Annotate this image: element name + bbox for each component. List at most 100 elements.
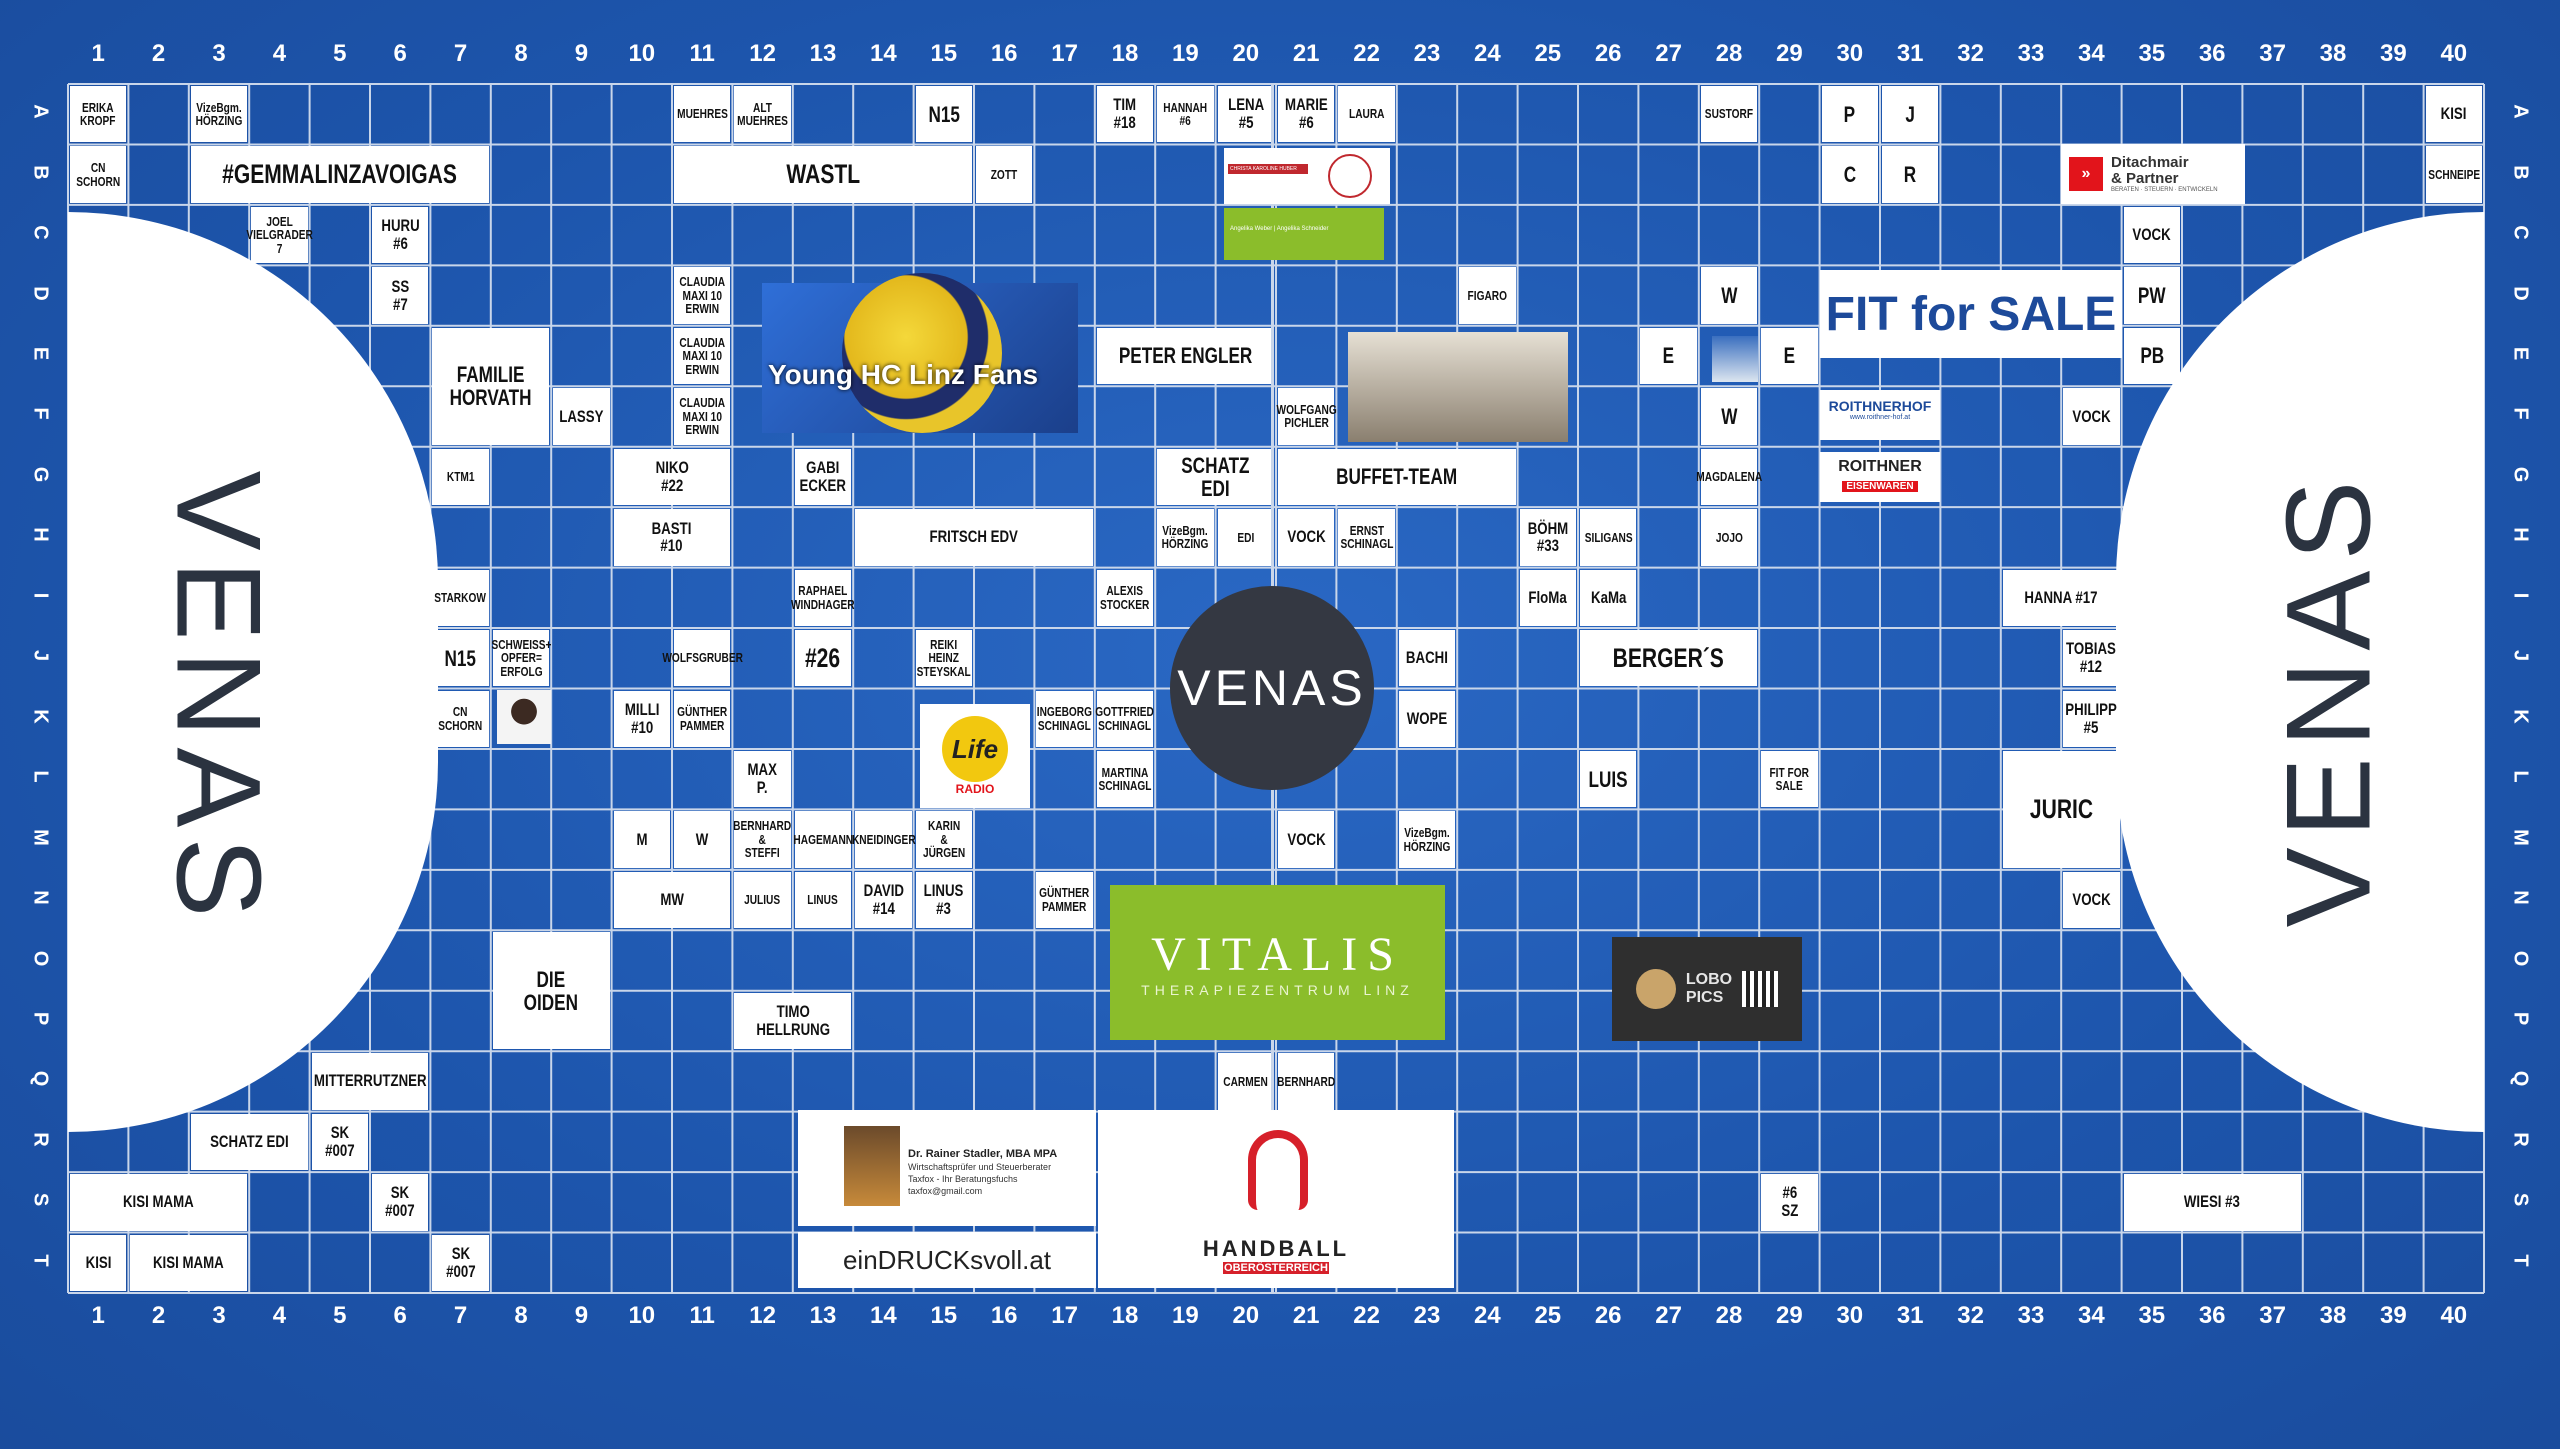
sponsor-cell-text: PB xyxy=(2139,343,2164,369)
sponsor-cell-text: TIMO HELLRUNG xyxy=(755,1002,830,1039)
sponsor-cell-text: GOTTFRIED SCHINAGL xyxy=(1095,704,1155,733)
stadler-line2: Taxfox - Ihr Beratungsfuchs xyxy=(908,1174,1018,1184)
sponsor-cell-gottfried: GOTTFRIED SCHINAGL xyxy=(1095,690,1155,747)
column-number: 16 xyxy=(990,40,1018,67)
sponsor-cell-text: KISI xyxy=(85,1252,112,1272)
sponsor-cell-text: CLAUDIA MAXI 10 ERWIN xyxy=(679,274,726,317)
sponsor-cell-mw: MW xyxy=(613,871,731,929)
row-letter: R xyxy=(2509,1132,2532,1147)
sponsor-cell-ingeborg: INGEBORG SCHINAGL xyxy=(1036,690,1093,747)
christa-huber-logo: CHRISTA KAROLINE HUBER xyxy=(1224,148,1390,204)
row-letter: D xyxy=(2509,285,2532,301)
sponsor-cell-text: SILIGANS xyxy=(1584,529,1633,545)
ditachmair-logo: » Ditachmair & Partner BERATEN · STEUERN… xyxy=(2061,144,2245,204)
sponsor-cell-text: BERGER´S xyxy=(1613,643,1725,674)
column-number: 37 xyxy=(2259,1302,2286,1329)
column-number: 18 xyxy=(1111,1302,1139,1329)
sponsor-cell-text: LENA #5 xyxy=(1227,95,1264,133)
column-number: 39 xyxy=(2380,1302,2407,1329)
sponsor-cell-text: VOCK xyxy=(2132,225,2171,245)
crest-icon xyxy=(1328,154,1372,198)
stadler-title: Dr. Rainer Stadler, MBA MPA xyxy=(908,1148,1058,1160)
sponsor-cell-kneidinger: KNEIDINGER xyxy=(852,811,915,868)
column-number: 7 xyxy=(453,1302,468,1329)
sponsor-cell-cnschorn2: CN SCHORN xyxy=(432,690,489,747)
column-number: 9 xyxy=(574,40,589,67)
center-circle-logo: VENAS xyxy=(1170,586,1374,790)
sponsor-cell-text: MUEHRES xyxy=(676,106,728,122)
life-text: Life xyxy=(951,733,999,764)
sponsor-cell-kama: KaMa xyxy=(1580,569,1637,627)
row-letter: E xyxy=(29,346,52,361)
stadler-line1: Wirtschaftsprüfer und Steuerberater xyxy=(908,1162,1052,1172)
row-letter: S xyxy=(2509,1193,2532,1207)
sponsor-cell-text: NIKO #22 xyxy=(655,458,689,495)
row-letter: O xyxy=(29,950,52,966)
row-letter: D xyxy=(29,285,52,301)
column-number: 7 xyxy=(453,40,468,67)
eindrucksvoll-text: einDRUCKsvoll.at xyxy=(842,1244,1052,1275)
column-number: 19 xyxy=(1172,1302,1199,1329)
sponsor-cell-vock3: VOCK xyxy=(1278,509,1335,566)
sponsor-cell-text: LINUS #3 xyxy=(923,881,964,919)
sponsor-cell-text: MITTERRUTZNER xyxy=(313,1071,427,1091)
roithnerhof-sub: www.roithner-hof.at xyxy=(1849,414,1911,421)
handball-player-icon xyxy=(1248,1130,1308,1210)
column-number: 4 xyxy=(272,40,287,67)
sponsor-cell-edi: EDI xyxy=(1217,509,1274,566)
sponsor-cell-text: ZOTT xyxy=(990,166,1018,182)
sponsor-cell-text: STARKOW xyxy=(434,589,487,605)
sponsor-cell-figaro: FIGARO xyxy=(1459,267,1516,324)
sponsor-cell-text: BUFFET-TEAM xyxy=(1336,464,1458,490)
sponsor-cell-wiesi: WIESI #3 xyxy=(2123,1174,2301,1231)
column-number: 22 xyxy=(1353,1302,1380,1329)
sponsor-cell-w2: W xyxy=(1700,388,1758,445)
sponsor-cell-m: M xyxy=(613,811,670,868)
sponsor-cell-text: WASTL xyxy=(786,159,860,190)
sponsor-cell-wastl: WASTL xyxy=(674,146,972,203)
sponsor-cell-text: FIGARO xyxy=(1467,287,1508,303)
column-number: 6 xyxy=(393,40,407,67)
roithner-eisenwaren-logo: ROITHNER EISENWAREN xyxy=(1820,452,1940,502)
sponsor-cell-philipp: PHILIPP #5 xyxy=(2063,690,2120,747)
sponsor-cell-ernst: ERNST SCHINAGL xyxy=(1338,509,1395,566)
right-goal-logo: VENAS xyxy=(2261,470,2396,928)
sponsor-cell-starkow: STARKOW xyxy=(432,569,489,627)
column-number: 12 xyxy=(749,1302,776,1329)
roithner-sub: EISENWAREN xyxy=(1842,481,1918,492)
sponsor-cell-guenther2: GÜNTHER PAMMER xyxy=(1036,871,1093,929)
sponsor-cell-claudia2: CLAUDIA MAXI 10 ERWIN xyxy=(674,327,731,385)
sponsor-cell-hanna17: HANNA #17 xyxy=(2002,569,2120,627)
sponsor-cell-n6sz: #6 SZ xyxy=(1761,1174,1818,1231)
sponsor-cell-linus3: LINUS #3 xyxy=(915,871,972,929)
column-number: 15 xyxy=(930,1302,958,1329)
sponsor-cell-text: J xyxy=(1905,101,1915,127)
column-number: 6 xyxy=(393,1302,407,1329)
sponsor-cell-lassy: LASSY xyxy=(553,388,610,445)
column-number: 9 xyxy=(574,1302,589,1329)
row-letter: L xyxy=(2509,770,2532,783)
sponsor-cell-text: DAVID #14 xyxy=(863,881,904,919)
column-number: 40 xyxy=(2440,40,2468,67)
sponsor-cell-c: C xyxy=(1821,146,1878,203)
lobo-wolf-icon xyxy=(1635,969,1676,1009)
sponsor-cell-text: TIM #18 xyxy=(1113,95,1137,133)
column-number: 19 xyxy=(1172,40,1199,67)
sponsor-cell-martina: MARTINA SCHINAGL xyxy=(1096,750,1154,808)
sponsor-cell-bernhard-steffi: BERNHARD & STEFFI xyxy=(734,811,792,868)
row-letter: H xyxy=(29,527,52,543)
taxfox-owl-icon xyxy=(844,1126,900,1206)
sponsor-cell-erika: ERIKA KROPF xyxy=(70,86,127,143)
sponsor-cell-floma: FloMa xyxy=(1519,569,1576,627)
fit-for-sale-text: FIT for SALE xyxy=(1825,287,2117,341)
row-letter: L xyxy=(29,770,52,783)
row-letter: H xyxy=(2509,527,2532,543)
sponsor-cell-text: VizeBgm. HÖRZING xyxy=(1403,824,1451,854)
sponsor-cell-huru: HURU #6 xyxy=(372,206,429,264)
sponsor-cell-text: #26 xyxy=(805,643,841,674)
sponsor-cell-text: SK #007 xyxy=(325,1123,355,1160)
life-radio-icon: Life xyxy=(942,716,1008,782)
sponsor-cell-david: DAVID #14 xyxy=(855,871,912,929)
row-letter: J xyxy=(2509,650,2532,662)
eindrucksvoll-logo: einDRUCKsvoll.at xyxy=(798,1232,1096,1288)
